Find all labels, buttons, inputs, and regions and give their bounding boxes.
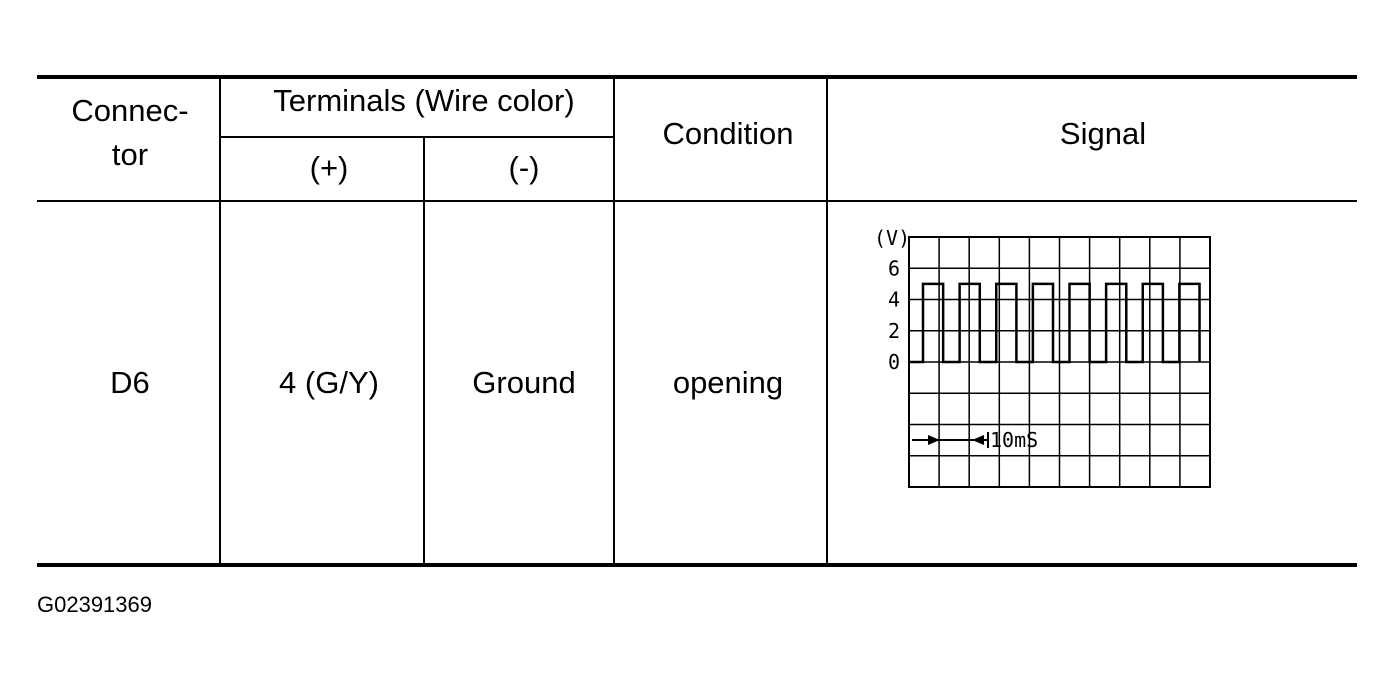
y-tick-label: 4 [888, 288, 900, 312]
square-wave-trace [909, 282, 1201, 364]
y-tick-label: 0 [888, 350, 900, 374]
header-connector-line2: tor [112, 137, 148, 172]
y-tick-labels: 6 4 2 0 [888, 256, 900, 374]
signal-oscilloscope: (V) 6 4 2 0 10mS [874, 226, 1211, 488]
arrow-left-icon [972, 435, 984, 445]
row-minus-terminal: Ground [472, 365, 575, 400]
y-unit-label: (V) [874, 226, 910, 250]
y-tick-label: 2 [888, 319, 900, 343]
row-connector: D6 [110, 365, 150, 400]
time-scale-label: 10mS [990, 428, 1038, 452]
header-minus: (-) [509, 150, 540, 185]
figure-id: G02391369 [37, 592, 152, 617]
header-terminals: Terminals (Wire color) [273, 83, 574, 118]
y-tick-label: 6 [888, 256, 900, 280]
arrow-right-icon [928, 435, 940, 445]
time-scale-marker: 10mS [912, 428, 1038, 452]
row-condition: opening [673, 365, 783, 400]
header-plus: (+) [310, 150, 349, 185]
header-signal: Signal [1060, 116, 1146, 151]
header-connector-line1: Connec- [71, 93, 188, 128]
row-plus-terminal: 4 (G/Y) [279, 365, 379, 400]
header-condition: Condition [663, 116, 794, 151]
